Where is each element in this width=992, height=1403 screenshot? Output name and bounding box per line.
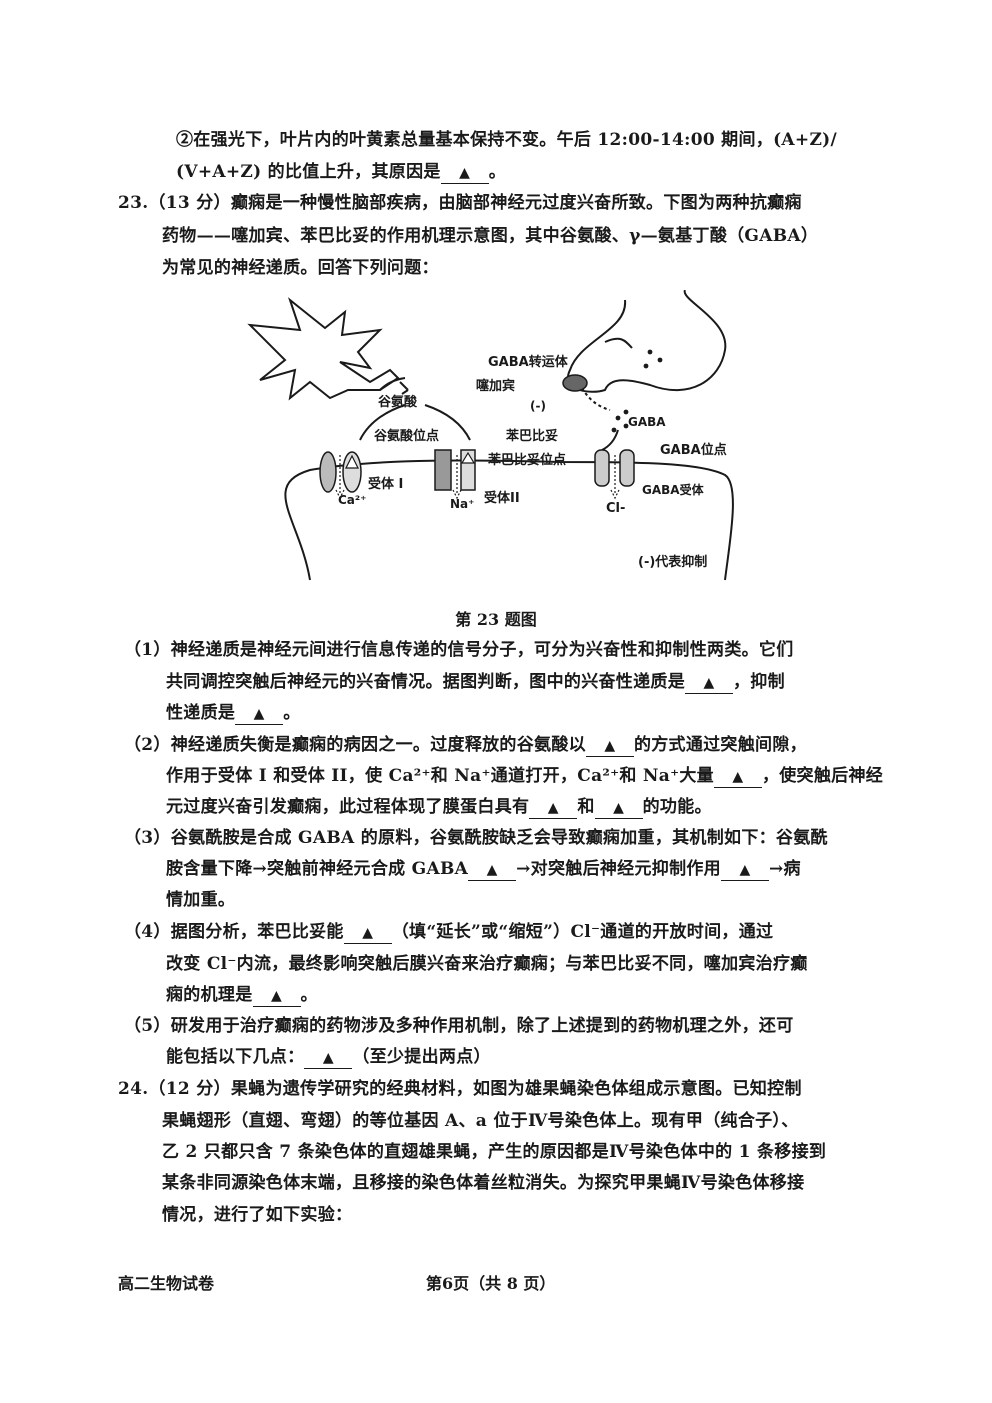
label-phenobarbital: 苯巴比妥 [505, 428, 558, 444]
q23-p3-line2: 胺含量下降→突触前神经元合成 GABA▲→对突触后神经元抑制作用▲→病 [166, 859, 801, 881]
label-inhibit: (-) [530, 399, 546, 413]
q23-p1-line2: 共同调控突触后神经元的兴奋情况。据图判断，图中的兴奋性递质是▲，抑制 [166, 672, 785, 694]
label-receptor-1: 受体 I [368, 476, 403, 492]
q23-p2-line1: （2）神经递质失衡是癫痫的病因之一。过度释放的谷氨酸以▲的方式通过突触间隙， [124, 735, 807, 757]
q23-intro-2: 药物——噻加宾、苯巴比妥的作用机理示意图，其中谷氨酸、γ—氨基丁酸（GABA） [162, 226, 819, 246]
answer-blank[interactable]: ▲ [685, 672, 733, 694]
q23-intro-1: 23.（13 分）癫痫是一种慢性脑部疾病，由脑部神经元过度兴奋所致。下图为两种抗… [118, 193, 802, 213]
answer-blank[interactable]: ▲ [594, 797, 643, 819]
q24-line-1: 24.（12 分）果蝇为遗传学研究的经典材料，如图为雄果蝇染色体组成示意图。已知… [118, 1079, 802, 1099]
answer-blank[interactable]: ▲ [252, 985, 301, 1007]
answer-blank[interactable]: ▲ [343, 922, 392, 944]
q24-line-2: 果蝇翅形（直翅、弯翅）的等位基因 A、a 位于Ⅳ号染色体上。现有甲（纯合子）、 [162, 1111, 799, 1131]
q24-line-5: 情况，进行了如下实验： [162, 1205, 353, 1225]
presynaptic-neuron-left [247, 297, 400, 401]
label-legend: (-)代表抑制 [638, 554, 707, 570]
label-glutamate-site: 谷氨酸位点 [374, 428, 439, 444]
label-cl: Cl- [606, 501, 625, 516]
q23-p4-line2: 改变 Cl⁻内流，最终影响突触后膜兴奋来治疗癫痫；与苯巴比妥不同，噻加宾治疗癫 [166, 954, 808, 974]
answer-blank[interactable]: ▲ [304, 1047, 353, 1069]
label-ca: Ca²⁺ [338, 493, 367, 507]
q23-p3-line3: 情加重。 [166, 890, 236, 910]
q23-p2-line2: 作用于受体 I 和受体 II，使 Ca²⁺和 Na⁺通道打开，Ca²⁺和 Na⁺… [166, 766, 884, 788]
q23-p4-line3: 痫的机理是▲。 [166, 985, 318, 1007]
footer-subject: 高二生物试卷 [118, 1274, 215, 1293]
figure-caption: 第 23 题图 [455, 610, 537, 629]
synapse-diagram: GABA转运体 噻加宾 (-) GABA 谷氨酸 谷氨酸位点 苯巴比妥 苯巴比妥… [247, 290, 734, 581]
postsynaptic-membrane [284, 459, 734, 581]
label-receptor-2: 受体II [484, 490, 520, 506]
q23-p3-line1: （3）谷氨酰胺是合成 GABA 的原料，谷氨酰胺缺乏会导致癫痫加重，其机制如下：… [124, 828, 828, 848]
q23-intro-3: 为常见的神经递质。回答下列问题： [162, 258, 439, 278]
top-line-1: ②在强光下，叶片内的叶黄素总量基本保持不变。午后 12:00-14:00 期间，… [176, 130, 838, 150]
answer-blank[interactable]: ▲ [585, 735, 634, 757]
top-line-2: (V+A+Z) 的比值上升，其原因是▲。 [176, 162, 506, 184]
q23-p1-line1: （1）神经递质是神经元间进行信息传递的信号分子，可分为兴奋性和抑制性两类。它们 [124, 640, 794, 660]
q24-line-3: 乙 2 只都只含 7 条染色体的直翅雄果蝇，产生的原因都是Ⅳ号染色体中的 1 条… [162, 1142, 827, 1162]
q23-p1-line3: 性递质是▲。 [166, 703, 301, 725]
answer-blank[interactable]: ▲ [713, 766, 762, 788]
label-na: Na⁺ [450, 497, 474, 511]
label-tiagabine: 噻加宾 [476, 378, 515, 394]
q23-p5-line2: 能包括以下几点：▲（至少提出两点） [166, 1047, 491, 1069]
footer-page-number: 第6页（共 8 页） [426, 1274, 556, 1293]
answer-blank[interactable]: ▲ [468, 859, 517, 881]
answer-blank[interactable]: ▲ [529, 797, 578, 819]
label-phenobarbital-site: 苯巴比妥位点 [487, 452, 566, 468]
answer-blank[interactable]: ▲ [235, 703, 284, 725]
q23-p2-line3: 元过度兴奋引发癫痫，此过程体现了膜蛋白具有▲和▲的功能。 [166, 797, 712, 819]
label-gaba-receptor: GABA受体 [642, 482, 705, 497]
answer-blank[interactable]: ▲ [720, 859, 769, 881]
label-gaba-site: GABA位点 [660, 442, 727, 458]
label-gaba: GABA [628, 415, 666, 429]
answer-blank[interactable]: ▲ [440, 162, 489, 184]
label-glutamate: 谷氨酸 [378, 394, 418, 410]
q23-p4-line1: （4）据图分析，苯巴比妥能▲（填“延长”或“缩短”）Cl⁻通道的开放时间，通过 [124, 922, 774, 944]
label-gaba-transporter: GABA转运体 [488, 354, 569, 370]
q24-line-4: 某条非同源染色体末端，且移接的染色体着丝粒消失。为探究甲果蝇Ⅳ号染色体移接 [162, 1173, 805, 1193]
presynaptic-neuron-right [567, 290, 727, 393]
q23-p5-line1: （5）研发用于治疗癫痫的药物涉及多种作用机制，除了上述提到的药物机理之外，还可 [124, 1016, 794, 1036]
